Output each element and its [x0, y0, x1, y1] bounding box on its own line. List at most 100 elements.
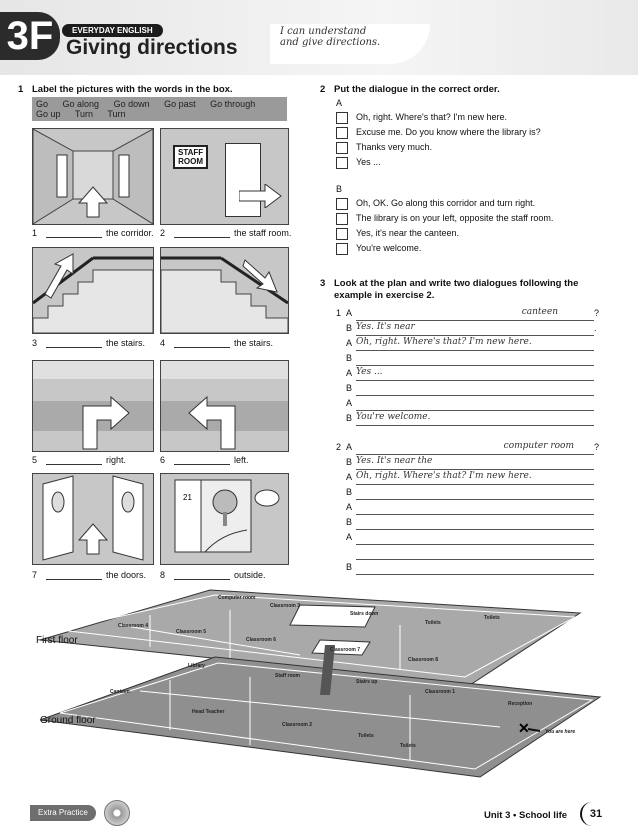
answer-blank-8[interactable] — [174, 579, 230, 580]
d1-answer-3[interactable]: Oh, right. Where's that? I'm new here. — [356, 337, 594, 351]
order-box-a4[interactable] — [336, 156, 348, 169]
d1-mark-1: ? — [594, 308, 600, 318]
d2-answer-9[interactable] — [356, 564, 594, 575]
order-box-b4[interactable] — [336, 242, 348, 255]
room-toilets-first-1: Toilets — [425, 620, 441, 626]
room-classroom-6: Classroom 6 — [246, 637, 277, 643]
answer-blank-5[interactable] — [46, 464, 102, 465]
turn-left-illustration — [161, 361, 288, 450]
dialogue-a-line-4: Yes ... — [336, 155, 616, 170]
dialogue-b-label: B — [336, 184, 343, 194]
d1-answer-1[interactable]: canteen — [356, 307, 594, 321]
svg-text:21: 21 — [183, 493, 192, 502]
label-4: 4 the stairs. — [160, 338, 273, 348]
answer-blank-2[interactable] — [174, 237, 230, 238]
d2-answer-7[interactable] — [356, 534, 594, 545]
d2-speaker-4: B — [346, 487, 353, 497]
d2-answer-2[interactable]: Yes. It's near the — [356, 456, 594, 470]
you-are-here-label: You are here — [545, 729, 576, 735]
word-go-through: Go through — [210, 99, 256, 109]
d2-answer-5[interactable] — [356, 504, 594, 515]
d1-answer-2[interactable]: Yes. It's near — [356, 322, 594, 336]
label-6-text: left. — [234, 455, 249, 465]
ex1-number: 1 — [18, 84, 24, 95]
dialogue-b: B Oh, OK. Go along this corridor and tur… — [336, 183, 616, 256]
order-box-b1[interactable] — [336, 197, 348, 210]
order-box-a2[interactable] — [336, 126, 348, 139]
everyday-english-badge: EVERYDAY ENGLISH — [62, 24, 163, 37]
order-box-a3[interactable] — [336, 141, 348, 154]
answer-blank-6[interactable] — [174, 464, 230, 465]
d1-speaker-4: B — [346, 353, 353, 363]
page-title: Giving directions — [66, 36, 238, 59]
picture-go-outside: 21 — [160, 473, 289, 565]
dialogue-b-line-3-text: Yes, it's near the canteen. — [356, 228, 459, 238]
d2-answer-4[interactable] — [356, 489, 594, 500]
d2-row-6: B — [336, 515, 606, 530]
room-toilets-ground-2: Toilets — [400, 743, 416, 749]
d2-speaker-5: A — [346, 502, 353, 512]
corridor-illustration — [33, 129, 153, 224]
d2-speaker-9: B — [346, 562, 353, 572]
ex2-number: 2 — [320, 84, 326, 95]
room-head-teacher: Head Teacher — [192, 709, 225, 715]
d1-mark-2: . — [594, 323, 597, 333]
order-box-b3[interactable] — [336, 227, 348, 240]
d1-answer-5[interactable]: Yes ... — [356, 367, 594, 381]
label-4-number: 4 — [160, 338, 166, 348]
word-go: Go — [36, 99, 49, 109]
d1-text-5: Yes ... — [356, 367, 383, 377]
picture-stairs-up — [32, 247, 154, 334]
answer-blank-1[interactable] — [46, 237, 102, 238]
picture-through-doors — [32, 473, 154, 565]
extra-practice-label: Extra Practice — [38, 808, 88, 817]
room-classroom-7: Classroom 7 — [330, 647, 361, 653]
word-go-down: Go down — [113, 99, 150, 109]
d1-answer-7[interactable] — [356, 400, 594, 411]
d2-row-9: B — [336, 560, 606, 575]
dialogue-a-line-3: Thanks very much. — [336, 140, 616, 155]
label-8-number: 8 — [160, 570, 166, 580]
room-canteen: Canteen — [110, 689, 130, 695]
arrow-right-icon — [239, 184, 282, 208]
d2-answer-8[interactable] — [356, 549, 594, 560]
d1-target-place: canteen — [521, 307, 558, 317]
d1-answer-6[interactable] — [356, 385, 594, 396]
d2-answer-1[interactable]: computer room — [356, 441, 594, 455]
dialogue-b-line-3: Yes, it's near the canteen. — [336, 226, 616, 241]
dialogue-b-line-2: The library is on your left, opposite th… — [336, 211, 616, 226]
stairs-up-illustration — [33, 253, 153, 333]
answer-blank-7[interactable] — [46, 579, 102, 580]
d1-answer-4[interactable] — [356, 355, 594, 366]
ex3-number: 3 — [320, 278, 326, 289]
picture-turn-left — [160, 360, 289, 452]
d2-answer-6[interactable] — [356, 519, 594, 530]
answer-blank-4[interactable] — [174, 347, 230, 348]
room-classroom-4: Classroom 4 — [118, 623, 149, 629]
d2-answer-3[interactable]: Oh, right. Where's that? I'm new here. — [356, 471, 594, 485]
label-4-text: the stairs. — [234, 338, 274, 348]
d2-speaker-7: A — [346, 532, 353, 542]
floor-plan-illustration: ✕ — [39, 589, 602, 778]
answer-blank-3[interactable] — [46, 347, 102, 348]
order-box-a1[interactable] — [336, 111, 348, 124]
label-5-text: right. — [106, 455, 127, 465]
order-box-b2[interactable] — [336, 212, 348, 225]
room-library: Library — [188, 663, 205, 669]
d1-answer-8[interactable]: You're welcome. — [356, 412, 594, 426]
d2-target-place: computer room — [503, 441, 574, 451]
staff-room-door — [225, 143, 261, 217]
staff-room-sign: STAFF ROOM — [173, 145, 209, 169]
school-plan: ✕ Computer room Classroom 3 Stairs down … — [0, 585, 638, 785]
